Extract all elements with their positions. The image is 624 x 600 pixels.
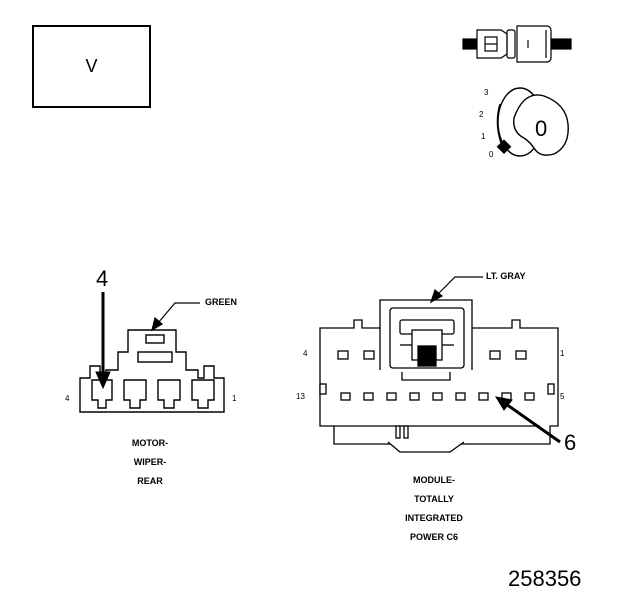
lt-gray-leader-line [429, 276, 483, 304]
motor-caption: MOTOR- WIPER- REAR [110, 434, 190, 491]
callout-6-arrow [494, 396, 561, 444]
key-position-1: 1 [481, 132, 486, 141]
motor-pin-right: 1 [232, 394, 237, 403]
module-caption-line-3: INTEGRATED [405, 513, 463, 523]
module-callout-number: 6 [564, 430, 577, 455]
view-letter: V [85, 56, 98, 76]
module-pin-top-right: 1 [560, 349, 565, 358]
module-tipm-connector [319, 299, 559, 453]
key-label: 0 [535, 116, 548, 141]
connector-plug-icon [462, 25, 572, 63]
key-position-2: 2 [479, 110, 484, 119]
figure-number: 258356 [508, 566, 582, 591]
module-color-label: LT. GRAY [486, 271, 526, 281]
module-caption-line-1: MODULE- [413, 475, 455, 485]
module-pin-bottom-right: 5 [560, 392, 565, 401]
callout-4-arrow [95, 292, 111, 390]
key-position-3: 3 [484, 88, 489, 97]
green-leader-line [151, 302, 200, 332]
ignition-key-icon [496, 87, 569, 157]
motor-pin-left: 4 [65, 394, 70, 403]
module-caption: MODULE- TOTALLY INTEGRATED POWER C6 [384, 471, 484, 547]
motor-color-label: GREEN [205, 297, 238, 307]
motor-caption-line-3: REAR [137, 476, 163, 486]
motor-callout-number: 4 [96, 266, 109, 291]
motor-caption-line-2: WIPER- [133, 457, 167, 467]
motor-caption-line-1: MOTOR- [131, 438, 169, 448]
view-box: V [32, 25, 151, 108]
module-caption-line-4: POWER C6 [409, 532, 458, 542]
module-caption-line-2: TOTALLY [414, 494, 454, 504]
motor-wiper-rear-connector [79, 329, 225, 413]
module-pin-top-left: 4 [303, 349, 308, 358]
key-position-0: 0 [489, 150, 494, 159]
module-pin-bottom-left: 13 [296, 392, 305, 401]
